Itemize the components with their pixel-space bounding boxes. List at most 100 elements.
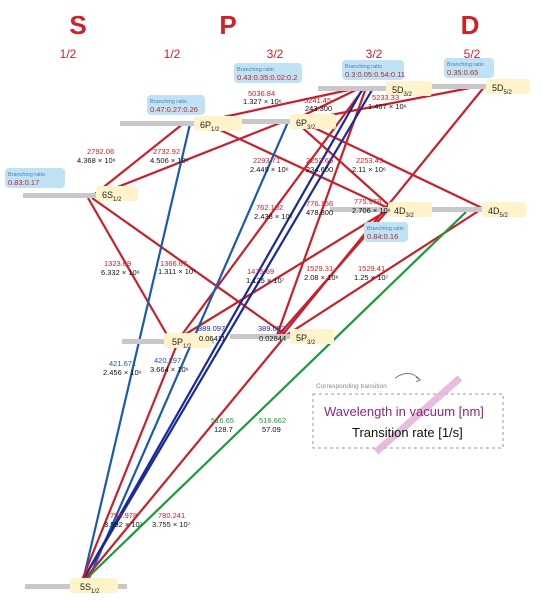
level-label-5d52: 5D5/2 xyxy=(492,83,513,96)
line-5s-5d32 xyxy=(79,89,363,586)
line-6s-6p32 xyxy=(99,119,286,196)
transition-wavelength: 1475.69 xyxy=(247,267,274,276)
level-labels: 5S1/2 5P1/2 5P3/2 6S1/2 4D3/2 4D5/2 6P1/… xyxy=(70,79,530,595)
line-6s-5p32 xyxy=(91,197,291,339)
level-label-4d32: 4D3/2 xyxy=(394,206,415,219)
transition-wavelength: 776.156 xyxy=(306,199,333,208)
branch-value-4d32: 0.84:0.16 xyxy=(367,232,398,241)
legend-title: Corresponding transition xyxy=(316,383,387,390)
transition-wavelength: 389.052 xyxy=(258,324,285,333)
branch-title-6p32: Branching ratio xyxy=(237,67,274,73)
transition-rate: 128.7 xyxy=(214,425,233,434)
transition-rate: 478.800 xyxy=(306,208,333,217)
transition-wavelength: 5233.33 xyxy=(372,93,399,102)
header-s: S xyxy=(69,10,86,40)
transition-rate: 1.25 × 10⁷ xyxy=(354,273,388,282)
branch-value-6s: 0.83:0.17 xyxy=(8,178,39,187)
line-5s-5d52 xyxy=(79,89,373,586)
line-6p32-5d32 xyxy=(295,87,361,120)
level-bar-5p32 xyxy=(230,334,322,339)
transition-rate: 2.456 × 10⁶ xyxy=(103,368,142,377)
legend: Corresponding transition Wavelength in v… xyxy=(312,373,504,455)
level-bar-6p12 xyxy=(120,121,218,126)
line-6p32-4d32 xyxy=(294,120,393,209)
transition-wavelength: 1323.69 xyxy=(104,259,131,268)
branch-value-5d52: 0.35:0.65 xyxy=(447,68,478,77)
transition-annotations: 2792.064.368 × 10⁶ 2732.924.506 × 10⁶ 50… xyxy=(77,89,407,529)
transition-wavelength: 2253.43 xyxy=(356,156,383,165)
line-5p12-5d32 xyxy=(177,87,365,341)
branch-title-5d52: Branching ratio xyxy=(447,62,484,68)
transition-wavelength: 5241.45 xyxy=(304,96,331,105)
transition-rate: 2.438 × 10⁶ xyxy=(254,212,293,221)
line-5p32-5d32 xyxy=(274,87,368,339)
annotation-15: 1529.411.25 × 10⁷ xyxy=(354,264,388,282)
legend-sample-line xyxy=(373,375,463,455)
level-label-5p32: 5P3/2 xyxy=(296,333,316,346)
transition-lines xyxy=(78,84,486,586)
transition-rate: 1.125 × 10⁷ xyxy=(246,276,285,285)
level-label-4d52: 4D5/2 xyxy=(488,206,509,219)
transition-rate: 1.327 × 10⁶ xyxy=(243,97,282,106)
transition-wavelength: 5036.84 xyxy=(248,89,275,98)
transition-rate: 2.08 × 10⁶ xyxy=(304,273,339,282)
line-5s-4d52 xyxy=(79,211,467,586)
transition-wavelength: 2253.65 xyxy=(306,156,333,165)
transition-wavelength: 1529.41 xyxy=(358,264,385,273)
annotation-13: 1475.691.125 × 10⁷ xyxy=(246,267,285,285)
line-6s-5p12 xyxy=(87,197,171,341)
transition-wavelength: 775.978 xyxy=(354,197,381,206)
transition-rate: 4.368 × 10⁶ xyxy=(77,156,116,165)
transition-wavelength: 1529.31 xyxy=(306,264,333,273)
annotation-1: 2732.924.506 × 10⁶ xyxy=(150,147,189,165)
level-bar-5d52 xyxy=(432,84,522,89)
transition-rate: 243.300 xyxy=(305,104,332,113)
level-bar-4d32 xyxy=(330,207,420,212)
annotation-14: 1529.312.08 × 10⁶ xyxy=(304,264,339,282)
annotation-0: 2792.064.368 × 10⁶ xyxy=(77,147,116,165)
level-bar-6s12 xyxy=(23,193,121,198)
line-5s-6p32 xyxy=(84,121,290,586)
transition-rate: 57.09 xyxy=(262,425,281,434)
transition-rate: 1.467 × 10⁶ xyxy=(368,102,407,111)
annotation-11: 1323.696.332 × 10⁶ xyxy=(101,259,140,277)
line-5s-5p32 xyxy=(79,339,283,586)
line-6p12-5d32 xyxy=(204,86,359,123)
transition-rate: 0.06411 xyxy=(199,334,226,343)
transition-wavelength: 1366.67 xyxy=(160,259,187,268)
line-6s-6p12 xyxy=(94,122,185,195)
branch-value-5d32: 0.3:0.05:0.54:0.11 xyxy=(345,70,405,79)
branch-title-4d32: Branching ratio xyxy=(367,226,404,232)
level-label-6s12: 6S1/2 xyxy=(102,190,122,203)
transition-wavelength: 2792.06 xyxy=(87,147,114,156)
transition-rate: 6.332 × 10⁶ xyxy=(101,268,140,277)
line-6p32-4d52 xyxy=(299,120,483,209)
header-p: P xyxy=(219,10,236,40)
transition-wavelength: 420.297 xyxy=(154,356,181,365)
branch-value-6p12: 0.47:0.27:0.26 xyxy=(150,105,198,114)
transition-rate: 2.449 × 10⁶ xyxy=(250,165,289,174)
level-label-5p12: 5P1/2 xyxy=(172,337,192,350)
level-label-5s12: 5S1/2 xyxy=(80,582,100,595)
transition-wavelength: 516.65 xyxy=(211,416,234,425)
branch-title-6s: Branching ratio xyxy=(8,172,45,178)
j-label-p32: 3/2 xyxy=(267,47,284,61)
annotation-2: 5036.841.327 × 10⁶ xyxy=(243,89,282,106)
branching-boxes: Branching ratio 0.83:0.17 Branching rati… xyxy=(5,58,494,242)
transition-wavelength: 780.241 xyxy=(158,511,185,520)
header-d: D xyxy=(461,10,480,40)
branch-title-5d32: Branching ratio xyxy=(345,64,382,70)
